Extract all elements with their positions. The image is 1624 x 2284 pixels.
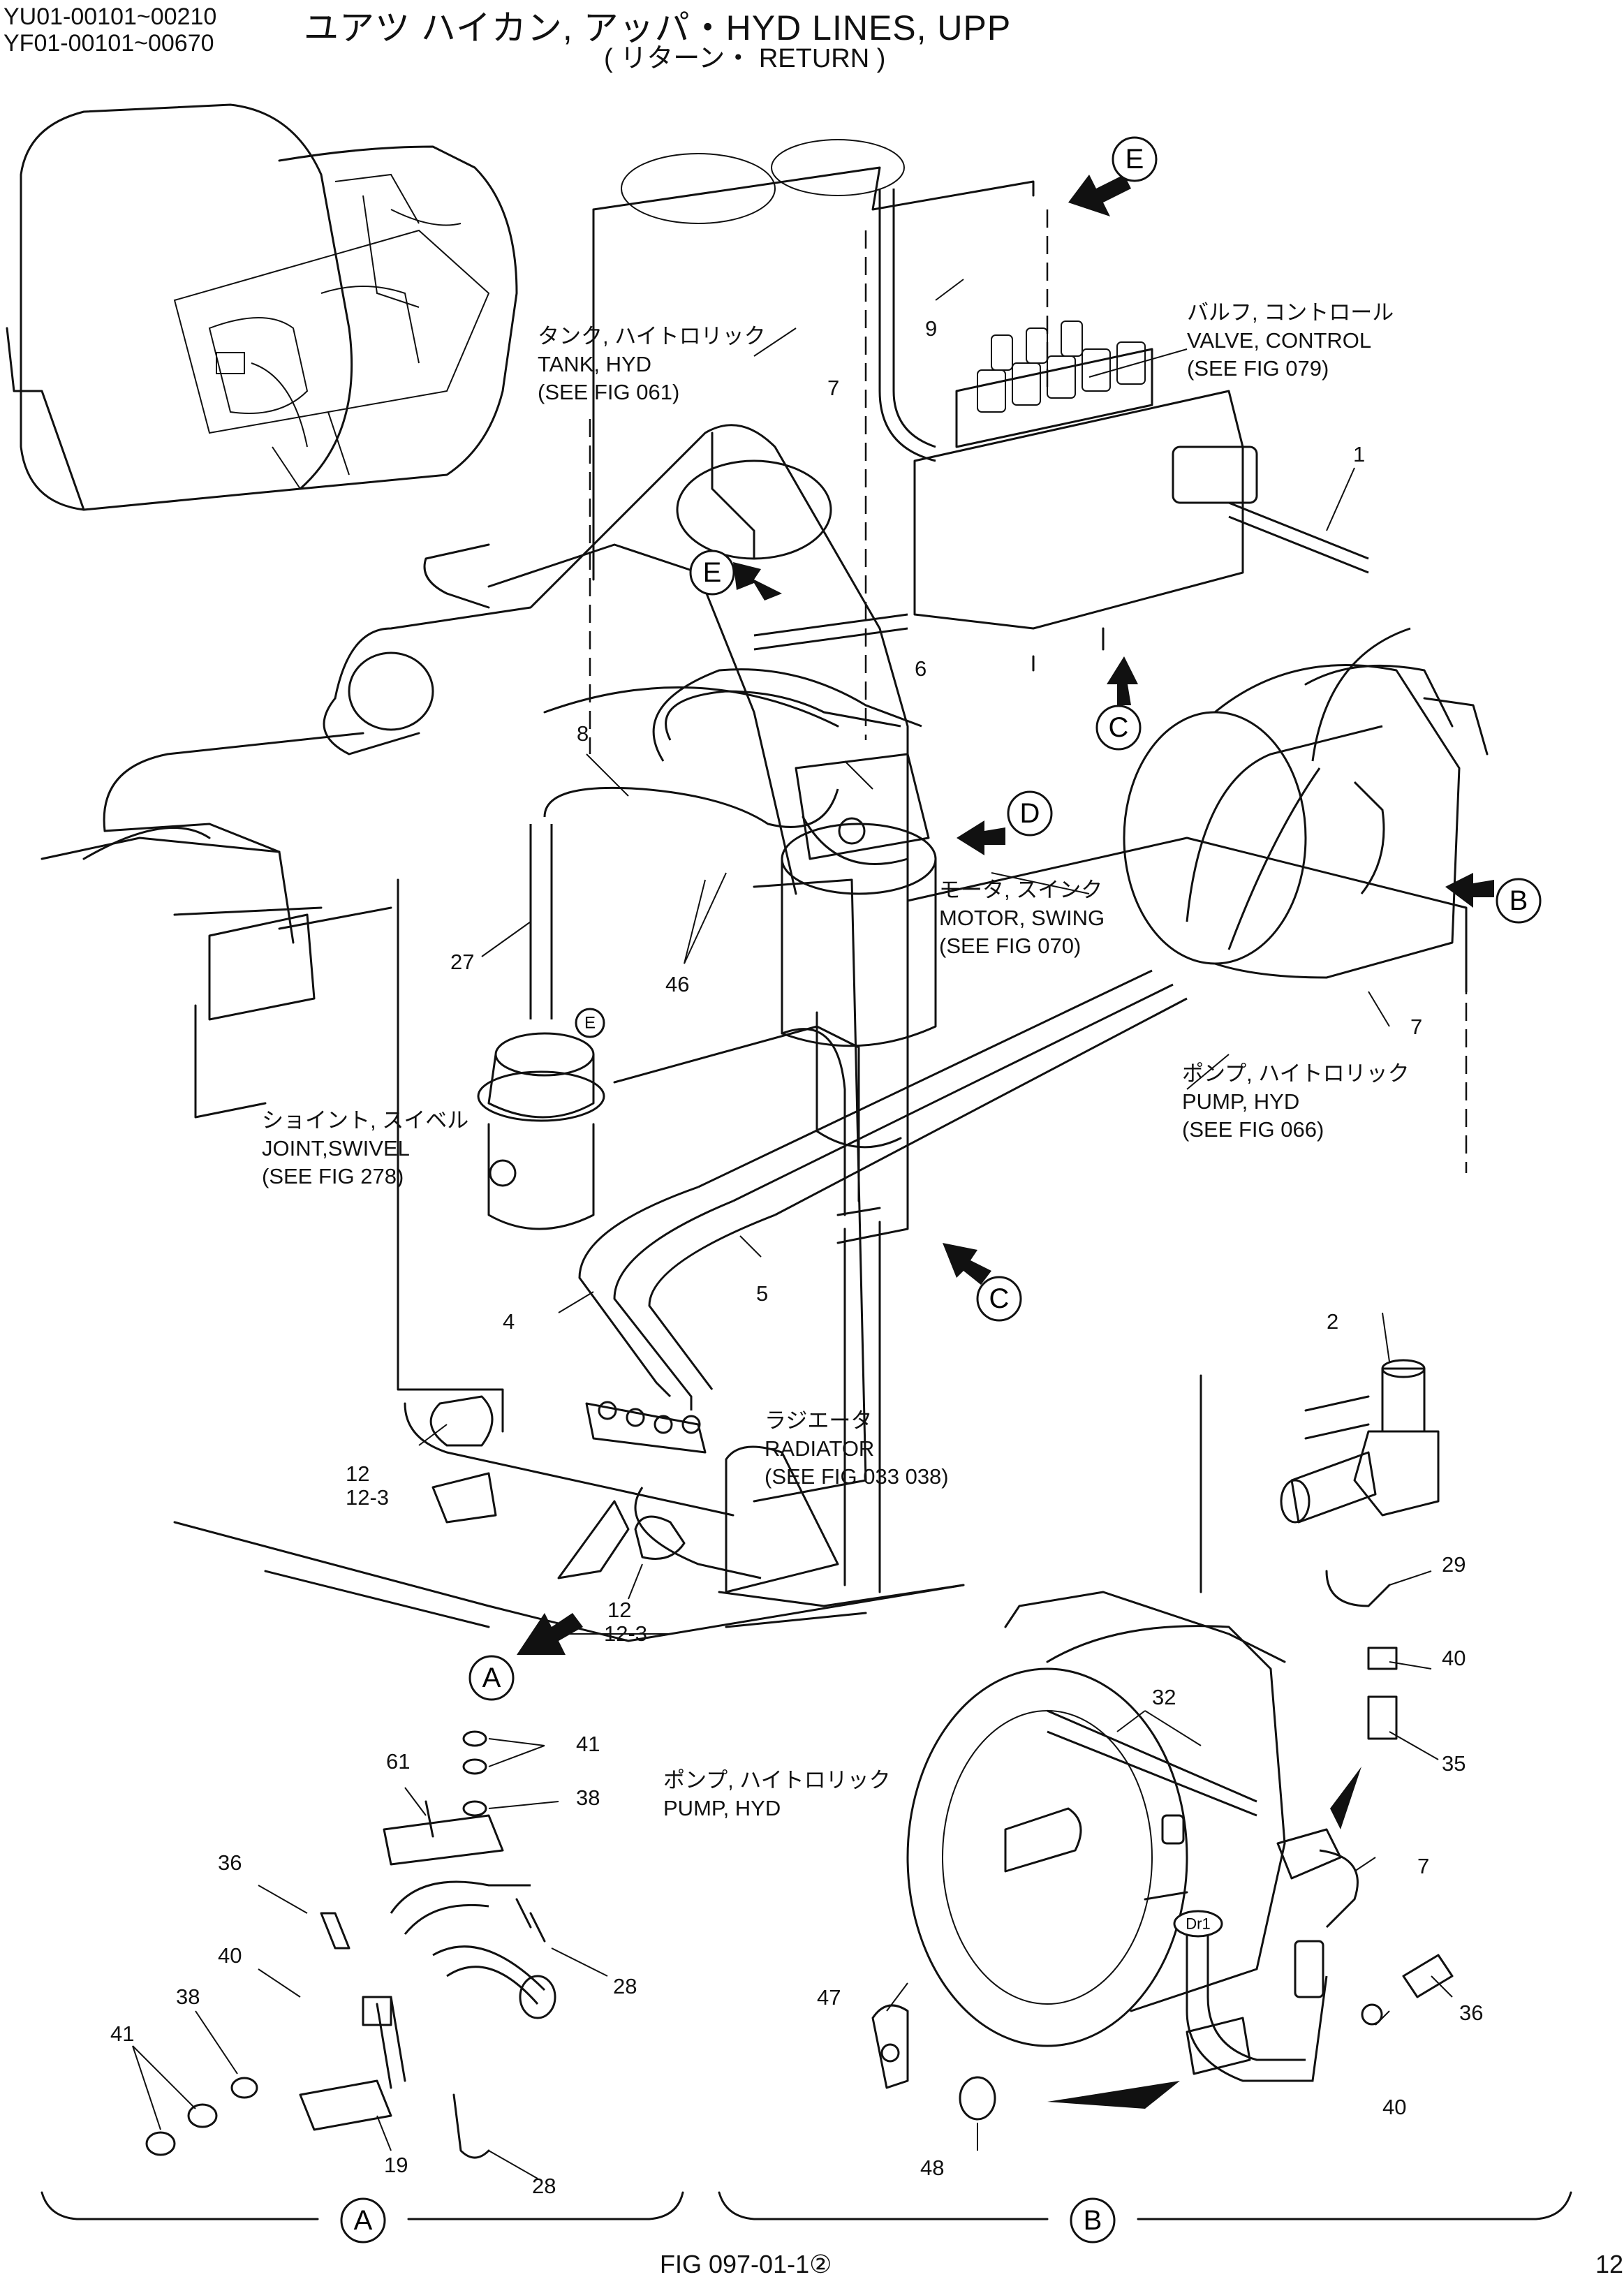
part-number-6: 6 (915, 656, 927, 681)
part-number-7-top: 7 (827, 376, 840, 400)
view-marker-c-lower: C (977, 1277, 1021, 1320)
tank-outline (590, 140, 1466, 1173)
view-marker-c-upper: C (1097, 706, 1140, 749)
part-number-41-lower: 41 (110, 2021, 135, 2046)
detail-view-a-bracket: A (42, 2193, 683, 2242)
svg-text:B: B (1084, 2205, 1102, 2236)
part-number-7-detail: 7 (1417, 1854, 1430, 1878)
machine-overview-thumbnail (7, 105, 517, 510)
pump-detail-b (908, 1592, 1357, 2081)
detail-a-parts (147, 1732, 555, 2158)
svg-text:A: A (354, 2205, 373, 2236)
part-number-32: 32 (1152, 1685, 1176, 1709)
part-number-40-b: 40 (1442, 1646, 1466, 1670)
upper-frame (42, 425, 1466, 1592)
svg-text:E: E (584, 1014, 596, 1033)
part-number-2: 2 (1327, 1309, 1339, 1334)
page-number: 12 (1595, 2250, 1624, 2278)
view-marker-dr1: Dr1 (1174, 1911, 1222, 1936)
svg-text:D: D (1020, 798, 1040, 829)
page-title: ユアツ ハイカン, アッパ・HYD LINES, UPP (304, 8, 1012, 47)
view-marker-a-main: A (470, 1656, 513, 1700)
part-number-36-a: 36 (218, 1850, 242, 1875)
clamps (431, 1397, 705, 1578)
view-marker-d: D (1008, 792, 1051, 835)
detail-view-b-bracket: B (719, 2193, 1571, 2242)
view-marker-e-top: E (1113, 138, 1156, 181)
view-marker-b-main: B (1497, 879, 1540, 922)
svg-text:A: A (482, 1663, 501, 1693)
part-number-38-upper: 38 (576, 1785, 600, 1810)
part-number-12-bottom: 12 (607, 1598, 632, 1622)
detail-b-small-parts (873, 1955, 1452, 2119)
part-number-47: 47 (817, 1985, 841, 2010)
hoses (531, 189, 1410, 1578)
svg-text:C: C (989, 1283, 1010, 1314)
part-number-12-left: 12 (346, 1461, 370, 1486)
hydraulic-pump (1124, 665, 1487, 978)
svg-text:Dr1: Dr1 (1186, 1915, 1210, 1933)
part-number-7-pump: 7 (1410, 1015, 1423, 1039)
svg-text:E: E (1125, 144, 1144, 175)
part-number-27: 27 (450, 950, 475, 974)
part-number-38-lower: 38 (176, 1984, 200, 2009)
serial-range-1: YU01-00101~00210 (3, 3, 217, 30)
svg-text:E: E (703, 557, 722, 588)
part-number-28-upper: 28 (613, 1974, 637, 1998)
view-marker-small-e: E (576, 1009, 604, 1037)
part-number-12-3-left: 12-3 (346, 1485, 390, 1510)
part-number-4: 4 (503, 1309, 515, 1334)
view-marker-e-mid: E (691, 551, 734, 594)
part-number-40-a: 40 (218, 1943, 242, 1968)
leader-lines (133, 279, 1452, 2179)
part-number-29: 29 (1442, 1552, 1466, 1577)
part-number-46: 46 (665, 972, 690, 996)
svg-text:B: B (1509, 885, 1528, 916)
part-number-1: 1 (1353, 442, 1366, 466)
swing-motor (782, 754, 936, 1147)
part-number-9: 9 (925, 316, 938, 341)
part-number-36-b: 36 (1459, 2001, 1484, 2025)
page-subtitle: ( リターン・ RETURN ) (604, 44, 886, 73)
view-arrows (517, 175, 1494, 2109)
tee-fitting (1281, 1360, 1438, 1739)
figure-number: FIG 097-01-1② (660, 2250, 832, 2278)
part-number-35: 35 (1442, 1751, 1466, 1776)
part-number-48: 48 (920, 2156, 945, 2180)
part-number-28-lower: 28 (532, 2174, 556, 2198)
part-number-61: 61 (386, 1749, 411, 1774)
part-number-41-upper: 41 (576, 1732, 600, 1756)
part-number-12-3-bottom: 12-3 (604, 1621, 648, 1646)
part-number-5: 5 (756, 1281, 769, 1306)
control-valve (915, 321, 1257, 670)
part-number-8: 8 (577, 721, 589, 746)
part-number-19: 19 (384, 2153, 408, 2177)
part-number-40-c: 40 (1382, 2095, 1407, 2119)
serial-range-2: YF01-00101~00670 (3, 30, 214, 57)
svg-text:C: C (1109, 712, 1129, 743)
swivel-joint (478, 1033, 604, 1229)
